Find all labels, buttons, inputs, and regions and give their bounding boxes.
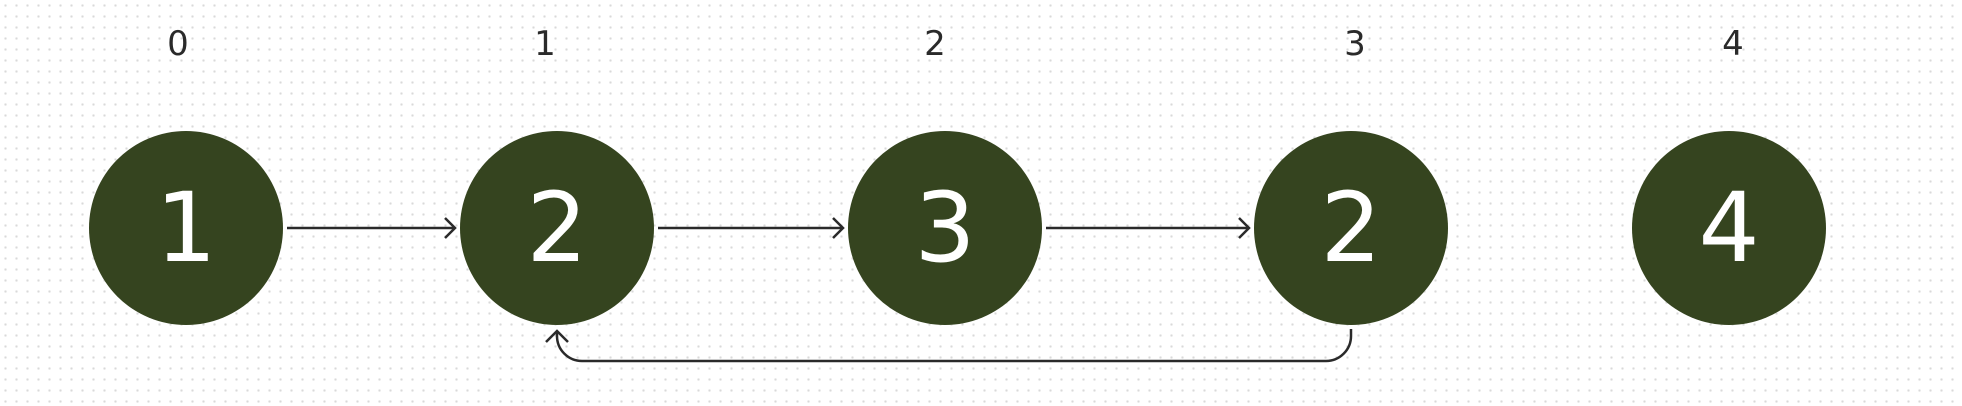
- index-label-0: 0: [167, 24, 189, 64]
- edge-2-forward: [1046, 217, 1251, 239]
- node-0: 1: [89, 131, 283, 325]
- arrow-head-icon: [444, 217, 457, 239]
- index-label-4: 4: [1722, 24, 1744, 64]
- node-1: 2: [460, 131, 654, 325]
- loop-line: [555, 329, 1353, 363]
- edge-1-forward: [658, 217, 845, 239]
- edge-0-forward: [287, 217, 457, 239]
- arrow-head-icon: [1238, 217, 1251, 239]
- arrow-head-icon: [832, 217, 845, 239]
- node-3: 2: [1254, 131, 1448, 325]
- index-label-3: 3: [1344, 24, 1366, 64]
- node-4: 4: [1632, 131, 1826, 325]
- node-2: 3: [848, 131, 1042, 325]
- edge-3-loop-back: [545, 329, 1353, 363]
- index-label-1: 1: [534, 24, 556, 64]
- index-label-2: 2: [924, 24, 946, 64]
- arrow-head-icon: [545, 329, 569, 343]
